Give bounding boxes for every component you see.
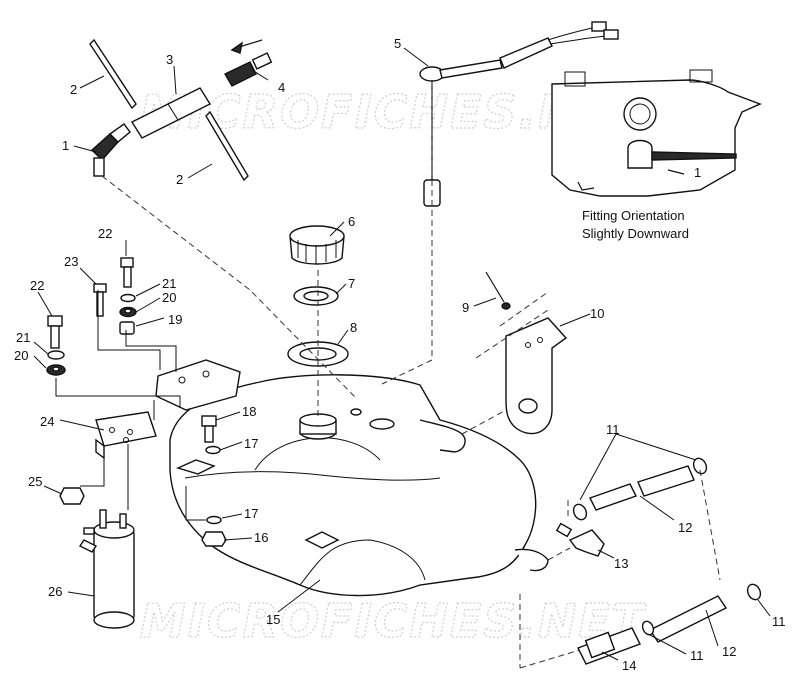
cap-gasket <box>293 286 339 306</box>
callout-14: 14 <box>622 658 636 673</box>
callout-22-left: 22 <box>30 278 44 293</box>
callout-20-left: 20 <box>14 348 28 363</box>
hose-12-lower <box>641 595 728 643</box>
callout-2-lower: 2 <box>176 172 183 187</box>
elbow-fitting-13 <box>555 522 605 557</box>
nut-16 <box>201 531 227 547</box>
callout-22-upper: 22 <box>98 226 112 241</box>
callout-17-upper: 17 <box>244 436 258 451</box>
callout-6: 6 <box>348 214 355 229</box>
callout-15: 15 <box>266 612 280 627</box>
callout-25: 25 <box>28 474 42 489</box>
clamp-11-a <box>572 503 588 521</box>
callout-16: 16 <box>254 530 268 545</box>
callout-1: 1 <box>62 138 69 153</box>
fuel-filter-14 <box>577 627 641 665</box>
washer-17-upper <box>205 445 221 455</box>
mount-bracket <box>505 317 568 435</box>
fuel-tank <box>169 374 549 597</box>
inset-callout-1: 1 <box>694 165 701 180</box>
callout-23: 23 <box>64 254 78 269</box>
callout-9: 9 <box>462 300 469 315</box>
clamp-11-b <box>692 457 708 475</box>
washer-20-right <box>119 306 137 318</box>
callout-7: 7 <box>348 276 355 291</box>
washer-21-right <box>120 293 136 303</box>
callout-17-lower: 17 <box>244 506 258 521</box>
leader-lines <box>33 47 771 661</box>
bolt-22-upper <box>120 257 134 288</box>
fuel-sender <box>419 21 619 207</box>
callout-13: 13 <box>614 556 628 571</box>
assembly-lines <box>55 80 721 669</box>
callout-11-upper: 11 <box>606 422 620 437</box>
upper-fuel-line-assembly <box>89 38 273 182</box>
nut-19 <box>119 321 135 335</box>
fuel-cap <box>289 225 345 265</box>
nut-25 <box>59 487 85 505</box>
callout-20-right: 20 <box>162 290 176 305</box>
callout-4: 4 <box>278 80 285 95</box>
callout-21-right: 21 <box>162 276 176 291</box>
callout-12-upper: 12 <box>678 520 692 535</box>
callout-11-lower: 11 <box>690 648 704 663</box>
washer-17-lower <box>206 515 222 525</box>
washer-20-left <box>46 364 66 376</box>
callout-11-right: 11 <box>772 614 786 629</box>
fuel-pump <box>78 509 135 629</box>
callout-12-lower: 12 <box>722 644 736 659</box>
hose-12-upper <box>589 465 695 511</box>
callout-21-left: 21 <box>16 330 30 345</box>
washer-21-left <box>47 350 65 360</box>
bolt-18 <box>201 415 217 443</box>
callout-26: 26 <box>48 584 62 599</box>
bolt-23 <box>93 283 107 317</box>
inset-note: 1 Fitting Orientation Slightly Downward <box>582 165 701 241</box>
note-line-2: Slightly Downward <box>582 226 689 241</box>
bolt-9 <box>485 271 511 310</box>
callouts: 1 2 2 3 4 5 6 7 8 9 10 11 11 11 12 12 13… <box>14 36 786 673</box>
callout-5: 5 <box>394 36 401 51</box>
watermark-bottom: MICROFICHES.NET <box>140 594 647 648</box>
callout-3: 3 <box>166 52 173 67</box>
callout-2-upper: 2 <box>70 82 77 97</box>
callout-10: 10 <box>590 306 604 321</box>
callout-18: 18 <box>242 404 256 419</box>
clamp-11-c <box>746 583 762 601</box>
callout-24: 24 <box>40 414 54 429</box>
fitting-orientation-inset <box>551 69 762 197</box>
callout-8: 8 <box>350 320 357 335</box>
bolt-22-left <box>47 315 63 349</box>
callout-19: 19 <box>168 312 182 327</box>
pump-bracket <box>95 411 157 460</box>
note-line-1: Fitting Orientation <box>582 208 685 223</box>
